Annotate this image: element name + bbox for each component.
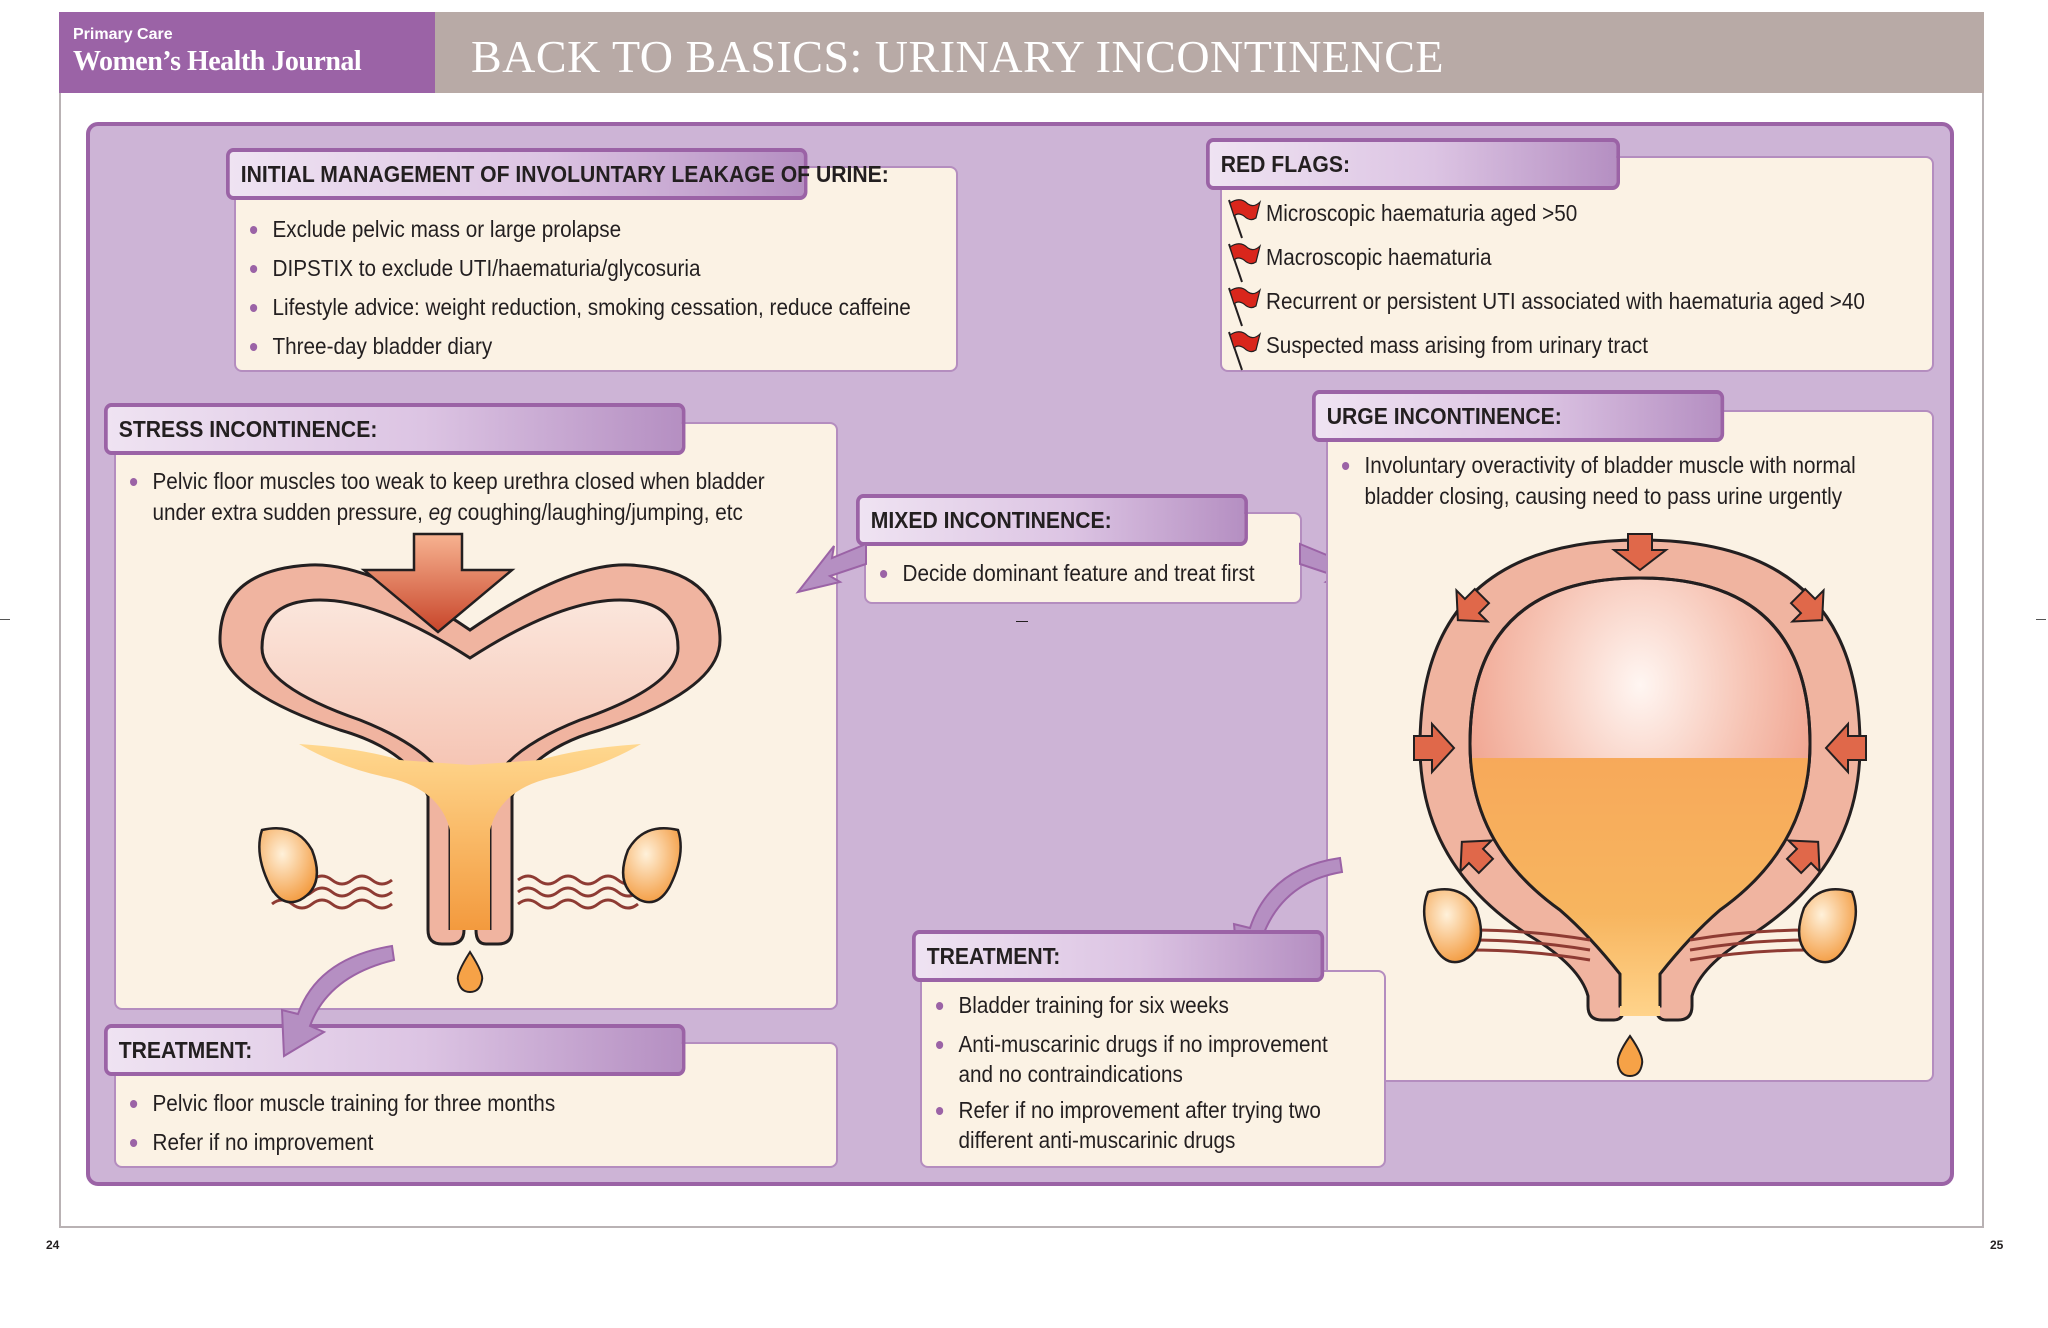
red-flag-text: Suspected mass arising from urinary trac… [1266, 332, 1648, 358]
red-flag-text: Microscopic haematuria aged >50 [1266, 200, 1578, 226]
contraction-arrows [1413, 533, 1867, 875]
contraction-arrow-icon [1789, 587, 1825, 623]
urge-treatment-heading: TREATMENT: [912, 930, 1325, 982]
urge-line-1: Involuntary overactivity of bladder musc… [1364, 452, 1856, 478]
urine-droplet-icon [456, 950, 484, 994]
red-flag-icon [1228, 199, 1262, 239]
list-item-text: different anti-muscarinic drugs [958, 1127, 1236, 1153]
red-flag-icon [1228, 331, 1262, 371]
red-flags-list: Microscopic haematuria aged >50 Macrosco… [1226, 198, 1931, 374]
logo-big-text: Women’s Health Journal [73, 46, 362, 77]
stress-incontinence-heading: STRESS INCONTINENCE: [104, 403, 686, 455]
bullet [1342, 462, 1350, 470]
pelvic-floor-muscles [271, 874, 639, 910]
red-flag-icon [1228, 243, 1262, 283]
list-item: Pelvic floor muscle training for three m… [130, 1088, 555, 1118]
initial-management-heading: INITIAL MANAGEMENT OF INVOLUNTARY LEAKAG… [226, 148, 889, 200]
pelvic-floor-muscles [1469, 928, 1811, 962]
list-item: Lifestyle advice: weight reduction, smok… [250, 292, 911, 322]
pelvic-bone [258, 827, 319, 904]
stress-line-2a: under extra sudden pressure, [152, 499, 429, 525]
urge-incontinence-heading: URGE INCONTINENCE: [1312, 390, 1725, 442]
page-number-left: 24 [46, 1238, 60, 1252]
journal-logo: Primary Care Women’s Health Journal [59, 12, 435, 93]
list-item: Bladder training for six weeks [936, 990, 1328, 1020]
mixed-incontinence-heading: MIXED INCONTINENCE: [856, 494, 1248, 546]
stress-bladder-illustration [218, 532, 722, 994]
red-flag-item: Suspected mass arising from urinary trac… [1226, 330, 1931, 374]
title-bar: BACK TO BASICS: URINARY INCONTINENCE [435, 12, 1984, 93]
contraction-arrow-icon [1459, 839, 1495, 875]
stress-treatment-list: Pelvic floor muscle training for three m… [130, 1088, 602, 1157]
red-flag-item: Macroscopic haematuria [1226, 242, 1931, 286]
arrow-left-icon [795, 542, 867, 594]
contraction-arrow-icon [1824, 721, 1867, 775]
urge-treatment-list: Bladder training for six weeks Anti-musc… [936, 990, 1328, 1155]
initial-management-box: Exclude pelvic mass or large prolapse DI… [234, 166, 958, 372]
pressure-arrow-icon [360, 532, 516, 634]
stress-line-1: Pelvic floor muscles too weak to keep ur… [152, 468, 765, 494]
list-item-text: Anti-muscarinic drugs if no improvement [958, 1031, 1328, 1057]
pelvic-bone [1797, 888, 1858, 964]
list-item: Three-day bladder diary [250, 331, 911, 361]
page-number-right: 25 [1990, 1238, 2004, 1252]
list-item: Refer if no improvement after trying two… [936, 1095, 1328, 1155]
urine-droplet-icon [1616, 1034, 1644, 1078]
crop-mark [0, 619, 10, 620]
contraction-arrow-icon [1413, 721, 1456, 775]
mixed-list: Decide dominant feature and treat first [880, 558, 1296, 588]
list-item: Exclude pelvic mass or large prolapse [250, 214, 911, 244]
list-item-text: and no contraindications [958, 1061, 1183, 1087]
list-item: Decide dominant feature and treat first [880, 558, 1255, 588]
urge-bladder-illustration [1413, 533, 1867, 1078]
urge-treatment-box: Bladder training for six weeks Anti-musc… [920, 970, 1386, 1168]
urge-description: Involuntary overactivity of bladder musc… [1342, 450, 1856, 512]
contraction-arrow-icon [1455, 587, 1491, 623]
contraction-arrow-icon [1785, 839, 1821, 875]
red-flag-text: Recurrent or persistent UTI associated w… [1266, 288, 1865, 314]
red-flag-icon [1228, 287, 1262, 327]
red-flag-item: Microscopic haematuria aged >50 [1226, 198, 1931, 242]
list-item: DIPSTIX to exclude UTI/haematuria/glycos… [250, 253, 911, 283]
list-item-text: Bladder training for six weeks [958, 992, 1229, 1018]
page-title: BACK TO BASICS: URINARY INCONTINENCE [471, 31, 1445, 82]
pelvic-bone [1422, 888, 1483, 964]
stress-line-2b: coughing/laughing/jumping, etc [451, 499, 743, 525]
curved-arrow-icon [280, 944, 396, 1058]
contraction-arrow-icon [1611, 533, 1669, 572]
list-item: Refer if no improvement [130, 1127, 555, 1157]
red-flag-text: Macroscopic haematuria [1266, 244, 1492, 270]
bullet [130, 478, 138, 486]
list-item: Anti-muscarinic drugs if no improvement … [936, 1029, 1328, 1089]
divider [1016, 621, 1028, 622]
crop-mark [2036, 619, 2046, 620]
stress-line-2-em: eg [428, 499, 452, 525]
list-item-text: Refer if no improvement after trying two [958, 1097, 1321, 1123]
pelvic-bone [621, 827, 682, 904]
red-flag-item: Recurrent or persistent UTI associated w… [1226, 286, 1931, 330]
stress-treatment-heading: TREATMENT: [104, 1024, 686, 1076]
logo-small-text: Primary Care [73, 26, 173, 43]
urge-line-2: bladder closing, causing need to pass ur… [1364, 483, 1843, 509]
stress-description: Pelvic floor muscles too weak to keep ur… [130, 466, 765, 528]
red-flags-box: Microscopic haematuria aged >50 Macrosco… [1220, 156, 1934, 372]
red-flags-heading: RED FLAGS: [1206, 138, 1620, 190]
urine [299, 744, 641, 930]
initial-management-list: Exclude pelvic mass or large prolapse DI… [250, 214, 984, 361]
